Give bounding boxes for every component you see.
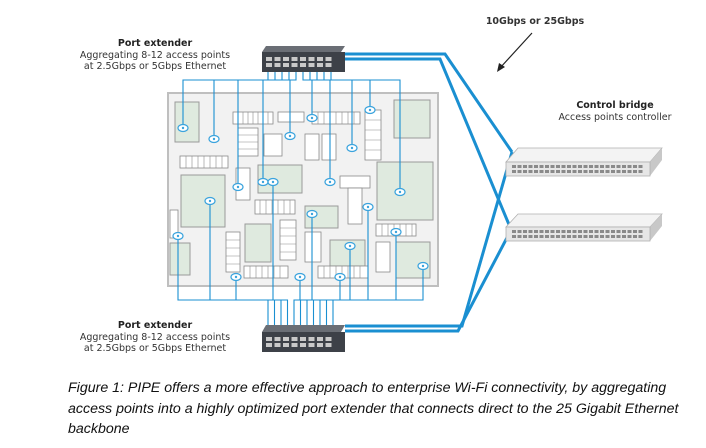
access-point-icon <box>267 177 279 187</box>
uplink-cables <box>345 52 514 333</box>
access-point-icon <box>324 177 336 187</box>
access-point-icon <box>394 187 406 197</box>
access-point-icon <box>172 231 184 241</box>
access-point-icon <box>204 196 216 206</box>
speed-pointer-arrow <box>497 32 533 72</box>
cables-top <box>182 72 401 192</box>
port-extender-bottom-line1: Aggregating 8-12 access points <box>79 331 231 343</box>
floor-plan <box>167 92 439 287</box>
port-extender-top-label: Port extender Aggregating 8-12 access po… <box>70 38 240 73</box>
access-point-icon <box>306 209 318 219</box>
figure-caption: Figure 1: PIPE offers a more effective a… <box>68 380 679 437</box>
control-bridge-switch-1 <box>505 147 663 177</box>
access-point-icon <box>364 105 376 115</box>
access-point-icon <box>230 272 242 282</box>
control-bridge-switch-2 <box>505 213 663 242</box>
access-point-icon <box>344 241 356 251</box>
access-point-icon <box>257 177 269 187</box>
access-point-icon <box>362 202 374 212</box>
access-point-icon <box>177 123 189 133</box>
access-point-icon <box>284 131 296 141</box>
port-extender-top-switch <box>262 46 345 72</box>
port-extender-top-line2: at 2.5Gbps or 5Gbps Ethernet <box>83 61 227 72</box>
access-point-icon <box>334 272 346 282</box>
cables-bottom <box>177 182 424 326</box>
access-point-icon <box>417 261 429 271</box>
access-points <box>172 105 429 282</box>
port-extender-top-title: Port extender <box>117 38 193 49</box>
access-point-icon <box>306 113 318 123</box>
port-extender-bottom-label: Port extender Aggregating 8-12 access po… <box>70 320 240 355</box>
access-point-icon <box>294 272 306 282</box>
access-point-icon <box>208 134 220 144</box>
port-extender-bottom-line2: at 2.5Gbps or 5Gbps Ethernet <box>83 343 227 354</box>
control-bridge-title: Control bridge <box>576 100 654 111</box>
access-point-icon <box>390 227 402 237</box>
control-bridge-label: Control bridge Access points controller <box>540 100 690 123</box>
port-extender-bottom-switch <box>262 325 345 352</box>
port-extender-top-line1: Aggregating 8-12 access points <box>79 49 231 61</box>
link-speed-label: 10Gbps or 25Gbps <box>485 16 585 27</box>
control-bridge-subtitle: Access points controller <box>558 111 672 123</box>
port-extender-bottom-title: Port extender <box>117 320 193 331</box>
access-point-icon <box>232 182 244 192</box>
access-point-icon <box>346 143 358 153</box>
